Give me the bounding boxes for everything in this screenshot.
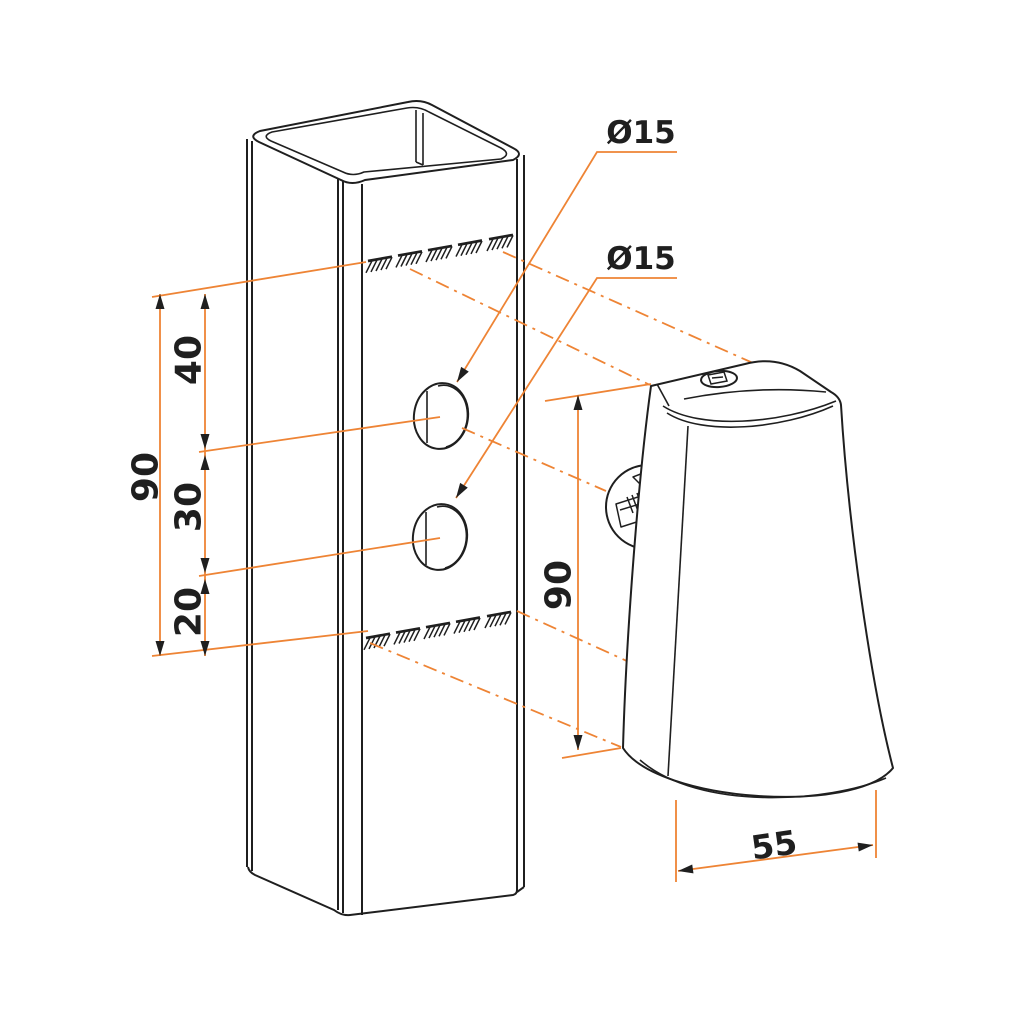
square-post: [246, 100, 525, 917]
projection-line-screw-axis: [461, 427, 607, 492]
extension-device-bottom: [561, 747, 622, 759]
leader-hole-lower: [455, 277, 677, 499]
width-extension-lines: [675, 790, 877, 882]
mounting-device: [605, 360, 894, 799]
extension-line-top: [151, 261, 367, 298]
arrow-seg-30-top: [200, 455, 210, 470]
arrow-device-height-bottom: [573, 735, 583, 750]
post-top-rim-inner: [265, 106, 508, 176]
dimension-labels: 90 40 30 20 Ø15 Ø15 90 55: [126, 115, 800, 868]
post-inner-corner-edge: [415, 110, 424, 166]
arrow-leader-hole-upper: [457, 366, 469, 382]
extension-device-top: [544, 383, 652, 402]
projection-line-bottom-right: [516, 610, 630, 663]
leader-hole-upper: [456, 151, 677, 383]
label-hole-lower-diameter: Ø15: [606, 241, 676, 277]
hole-lower: [411, 503, 469, 571]
cap-seam-upper: [662, 400, 837, 423]
label-hole-upper-diameter: Ø15: [606, 115, 676, 151]
cap-top-arc: [683, 388, 827, 400]
post-body-face: [247, 101, 524, 916]
cap-corner-crease: [656, 383, 670, 407]
top-screw: [700, 369, 738, 389]
post-break-hatch-baselines: [365, 233, 514, 640]
dimension-lines: [151, 151, 754, 759]
post-break-hatch-ticks: [363, 235, 514, 651]
post-bottom-edges: [247, 866, 525, 917]
arrow-leader-hole-lower: [456, 482, 468, 499]
hole-upper: [412, 382, 470, 450]
arrow-seg-20-bottom: [200, 641, 210, 656]
extension-line-bottom: [151, 630, 369, 657]
arrow-width-left: [678, 864, 694, 874]
label-segment-middle: 30: [169, 482, 210, 532]
arrow-seg-40-top: [200, 294, 210, 309]
arrow-seg-30-bottom: [200, 558, 210, 573]
body-crease: [667, 425, 689, 777]
label-segment-bottom: 20: [169, 587, 210, 637]
extension-line-hole-upper: [198, 416, 441, 453]
label-device-height: 90: [539, 560, 580, 610]
arrow-device-height-top: [573, 395, 583, 410]
label-overall-height: 90: [126, 452, 167, 502]
cap-seam-lower: [666, 405, 834, 428]
arrow-seg-40-bottom: [200, 434, 210, 449]
extension-line-hole-lower: [198, 537, 441, 577]
arrow-overall-bottom: [155, 641, 165, 656]
arrowheads: [155, 294, 873, 874]
post-top-rim-outer: [252, 100, 520, 184]
projection-line-top-right: [502, 251, 754, 364]
arrow-width-right: [857, 842, 873, 852]
arrow-seg-20-top: [200, 579, 210, 594]
width-dimension-line: [677, 844, 874, 872]
bottom-rim-arc: [639, 759, 887, 799]
device-width-dimension: [675, 790, 877, 882]
label-device-width: 55: [749, 822, 800, 867]
label-segment-top: 40: [169, 335, 210, 385]
cone-body: [622, 360, 894, 798]
arrow-overall-top: [155, 294, 165, 309]
